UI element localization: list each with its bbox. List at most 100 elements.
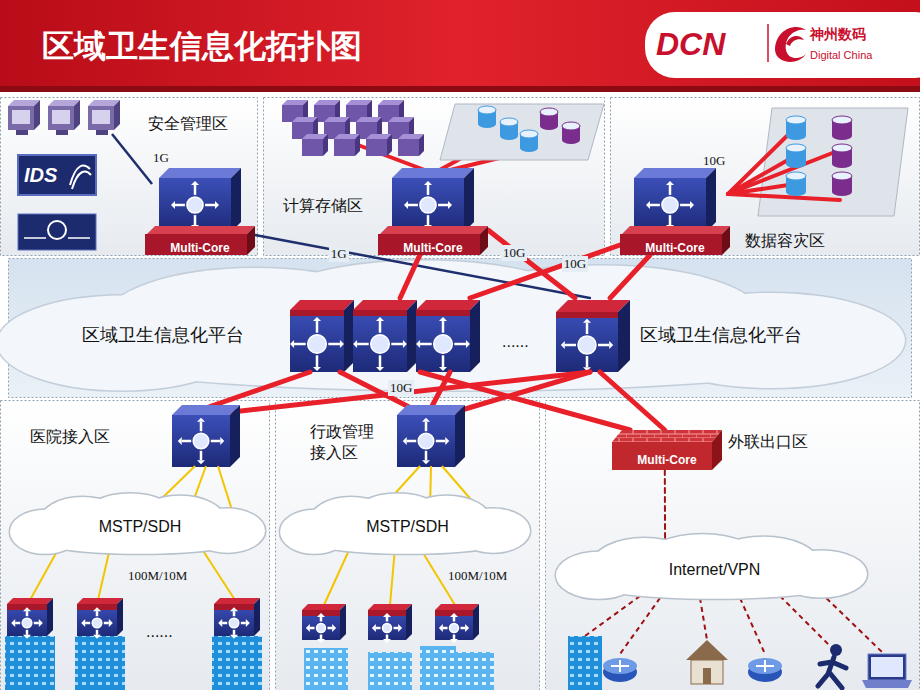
analyzer-icon — [24, 237, 90, 239]
pc-icon — [12, 110, 30, 124]
switch-icon — [450, 639, 458, 643]
switch-icon — [197, 460, 205, 464]
switch-icon — [669, 185, 672, 195]
person-icon — [818, 657, 846, 688]
person-icon — [830, 644, 842, 656]
switch-icon — [317, 639, 325, 643]
switch-icon — [340, 604, 346, 640]
switch-icon — [556, 300, 630, 372]
zone-panels — [264, 98, 605, 256]
switch-icon — [416, 310, 470, 316]
pc-icon — [34, 100, 40, 130]
bandwidth-label: 100M/10M — [128, 568, 187, 584]
switch-icon — [565, 344, 576, 347]
server-icon — [387, 134, 392, 156]
switch-icon — [425, 451, 428, 460]
switch-icon — [254, 598, 260, 636]
ids-box: IDS — [18, 155, 96, 195]
switch-icon — [194, 215, 197, 225]
switch-icon — [344, 300, 354, 372]
switch-icon — [15, 622, 20, 625]
switch-icon — [379, 355, 382, 367]
switch-icon — [422, 460, 430, 464]
switch-icon — [368, 604, 412, 610]
switch-icon — [215, 201, 219, 209]
router-icon — [756, 660, 774, 672]
storage-disk — [832, 144, 852, 168]
switch-icon — [172, 405, 240, 415]
switch-icon — [191, 181, 199, 185]
bandwidth-label: 10G — [501, 245, 527, 261]
switch-icon — [425, 422, 428, 431]
network-link — [400, 255, 420, 298]
switch-icon — [11, 619, 15, 627]
switch-icon — [420, 197, 436, 213]
switch-icon — [453, 635, 456, 640]
switch-icon — [320, 635, 323, 640]
pc-icon — [48, 106, 74, 130]
network-link — [420, 372, 630, 430]
switch-icon — [427, 215, 430, 225]
switch-base — [480, 226, 488, 255]
header-bar — [767, 24, 769, 62]
switch-icon — [109, 619, 113, 627]
server-icon — [334, 134, 360, 156]
building-icon — [5, 636, 55, 690]
switch-icon — [473, 604, 479, 640]
router-icon — [603, 658, 637, 674]
switch-icon — [310, 627, 315, 630]
switch-base — [380, 226, 488, 234]
zone-panel: 安全管理区IDSMulti-Core — [0, 97, 258, 255]
network-label: MSTP/SDH — [366, 518, 449, 536]
switch-base — [247, 226, 255, 255]
switch-icon — [383, 613, 391, 617]
switch-icon — [448, 201, 452, 209]
switch-icon — [464, 168, 474, 232]
switch-icon — [178, 437, 182, 445]
building-icon — [212, 636, 262, 690]
zone-heading: 数据容灾区 — [745, 231, 825, 252]
switch-icon — [439, 624, 443, 632]
platform-label: 区域卫生信息化平台 — [82, 323, 244, 347]
switch-icon — [666, 181, 674, 185]
analyzer-icon — [48, 221, 66, 239]
storage-disk — [832, 116, 852, 124]
switch-icon — [200, 451, 203, 460]
zone-panels — [611, 98, 920, 256]
switch-icon — [231, 168, 241, 232]
switch-base — [147, 226, 255, 234]
storage-disk — [832, 172, 852, 196]
switch-icon — [316, 355, 319, 367]
external-devices — [620, 598, 660, 654]
switch-icon — [556, 312, 618, 372]
switch-base — [722, 226, 730, 255]
storage-disk — [786, 144, 806, 152]
switch-icon — [439, 367, 447, 371]
pc-icon — [8, 106, 34, 130]
network-cloud: MSTP/SDH — [15, 497, 265, 555]
switch-icon — [461, 627, 466, 630]
switch-icon — [34, 622, 39, 625]
platform-cloud-node: 区域卫生信息化平台 — [548, 298, 903, 372]
switch-icon — [93, 607, 101, 611]
logo-swirl — [775, 27, 806, 62]
access-icons — [455, 372, 590, 412]
switch-icon — [669, 215, 672, 225]
storage-disk — [478, 120, 496, 128]
switch-base — [622, 226, 730, 234]
switch-base — [620, 226, 730, 255]
switch-icon — [561, 341, 565, 349]
pc-icon — [56, 130, 68, 135]
zone-panel: 外联出口区Multi-CoreInternet/VPN — [545, 400, 920, 690]
pc-icon — [114, 100, 120, 130]
switch-icon — [77, 598, 123, 604]
switch-icon — [313, 317, 321, 321]
server-icon — [355, 134, 360, 156]
storage-disk — [562, 136, 580, 144]
laptop-icon — [862, 680, 912, 688]
switch-icon — [241, 622, 246, 625]
bandwidth-label: 100M/10M — [448, 568, 507, 584]
switch-icon — [200, 422, 203, 431]
switch-icon — [439, 317, 447, 321]
storage-disk — [540, 108, 558, 116]
